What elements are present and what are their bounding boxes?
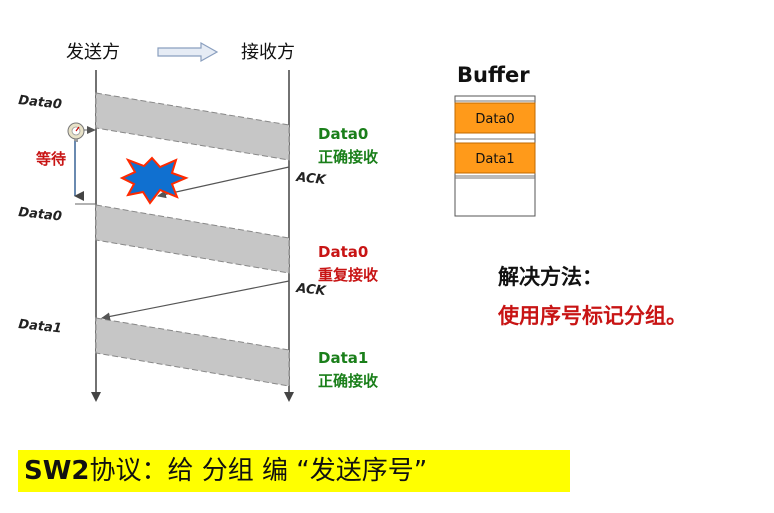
- frame-data0-retransmission: [95, 204, 290, 274]
- receiver-timeline-arrow-icon: [284, 392, 294, 402]
- ack2-arrow: [101, 280, 290, 321]
- sender-timeline-arrow-icon: [91, 392, 101, 402]
- event2-frame: Data0: [318, 243, 368, 261]
- wait-label: 等待: [36, 150, 66, 168]
- frame-label-data1: Data1: [18, 317, 63, 336]
- event1-frame: Data0: [318, 125, 368, 143]
- buffer-slot-2-label: Data1: [475, 152, 514, 167]
- event3-status: 正确接收: [318, 372, 378, 390]
- explosion-icon: [119, 156, 189, 205]
- sender-label: 发送方: [66, 42, 120, 63]
- buffer-slot-1: [454, 102, 536, 134]
- frame-label-data0-retransmit: Data0: [18, 205, 63, 224]
- buffer-slot-2: [454, 142, 536, 174]
- ack1-label: ACK: [295, 170, 328, 188]
- receiver-label: 接收方: [241, 42, 295, 63]
- ack2-label: ACK: [295, 281, 328, 299]
- event1-status: 正确接收: [318, 148, 378, 166]
- solution-heading: 解决方法：: [498, 265, 603, 289]
- footer-protocol-name: SW2: [24, 456, 90, 486]
- event3-frame: Data1: [318, 349, 368, 367]
- footer-highlight: [18, 450, 570, 492]
- direction-arrow-icon: [157, 41, 219, 63]
- frame-data0-transmission: [95, 92, 290, 161]
- buffer-slot-1-label: Data0: [475, 112, 514, 127]
- ack1-lost-arrow: [157, 166, 290, 199]
- frame-data1-transmission: [95, 317, 290, 387]
- buffer-title: Buffer: [457, 63, 530, 87]
- event2-status: 重复接收: [318, 266, 378, 284]
- footer-protocol-description: 协议：给 分组 编 “发送序号”: [89, 456, 428, 486]
- footer-protocol-statement: SW2协议：给 分组 编 “发送序号”: [24, 452, 427, 490]
- frame-label-data0-first: Data0: [18, 93, 63, 112]
- timer-icon: [67, 122, 85, 142]
- solution-text: 使用序号标记分组。: [497, 304, 687, 328]
